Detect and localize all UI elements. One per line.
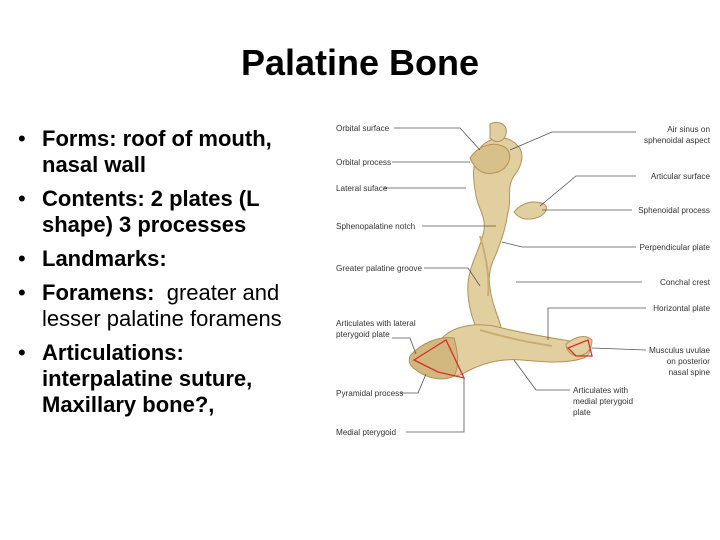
palatine-bone-illustration: Orbital surface Orbital process Lateral … (336, 121, 711, 437)
bullet-dot-icon: • (18, 246, 26, 271)
label-lateral-surface: Lateral suface (336, 184, 388, 193)
leader-lines (384, 127, 647, 433)
bullet-dot-icon: • (18, 126, 26, 151)
bullet-text: greater and lesser palatine foramens (42, 280, 286, 331)
label-articular-surface: Articular surface (651, 172, 711, 181)
slide-title: Palatine Bone (240, 42, 480, 83)
label-medial-pterygoid-right: medial pterygoid (573, 397, 634, 406)
bullet-label: Landmarks: (42, 246, 167, 271)
label-sphenoidal-process: Sphenoidal process (638, 206, 710, 215)
bullet-list: • Forms: roof of mouth, nasal wall • Conte… (14, 126, 309, 426)
label-pyramidal-process: Pyramidal process (336, 389, 403, 398)
bullet-item: • Foramens: greater and lesser palatine f… (14, 280, 309, 332)
label-perpendicular-plate: Perpendicular plate (639, 243, 710, 252)
bullet-item: • Forms: roof of mouth, nasal wall (14, 126, 309, 178)
bullet-dot-icon: • (18, 186, 26, 211)
label-sphenoidal-aspect: sphenoidal aspect (644, 136, 711, 145)
label-orbital-surface: Orbital surface (336, 124, 390, 133)
label-nasal-spine: nasal spine (669, 368, 711, 377)
bullet-item: • Landmarks: (14, 246, 309, 272)
bottom-right-labels: Articulates with medial pterygoid plate (573, 386, 634, 417)
label-air-sinus: Air sinus on (667, 125, 710, 134)
bullet-label: Forms: roof of mouth, nasal wall (42, 126, 272, 177)
label-musculus-uvulae: Musculus uvulae (649, 346, 710, 355)
label-plate: plate (573, 408, 591, 417)
left-labels: Orbital surface Orbital process Lateral … (336, 124, 422, 437)
bullet-item: • Articulations: interpalatine suture, Ma… (14, 340, 309, 418)
label-orbital-process: Orbital process (336, 158, 391, 167)
label-articulates-lateral: Articulates with lateral (336, 319, 416, 328)
label-articulates-medial: Articulates with (573, 386, 629, 395)
label-medial-pterygoid: Medial pterygoid (336, 428, 397, 437)
label-pterygoid-plate: pterygoid plate (336, 330, 390, 339)
label-horizontal-plate: Horizontal plate (653, 304, 710, 313)
palatine-bone-figure: Orbital surface Orbital process Lateral … (330, 116, 714, 448)
bullet-label: Articulations: interpalatine suture, Max… (42, 340, 253, 417)
right-labels: Air sinus on sphenoidal aspect Articular… (638, 125, 711, 377)
bone-shape (408, 121, 593, 380)
bullet-label: Contents: 2 plates (L shape) 3 processes (42, 186, 260, 237)
label-on-posterior: on posterior (667, 357, 711, 366)
bullet-dot-icon: • (18, 340, 26, 365)
label-sphenopalatine-notch: Sphenopalatine notch (336, 222, 416, 231)
bullet-item: • Contents: 2 plates (L shape) 3 processe… (14, 186, 309, 238)
label-conchal-crest: Conchal crest (660, 278, 711, 287)
bullet-label: Foramens: (42, 280, 155, 305)
bullet-dot-icon: • (18, 280, 26, 305)
label-greater-palatine-groove: Greater palatine groove (336, 264, 422, 273)
